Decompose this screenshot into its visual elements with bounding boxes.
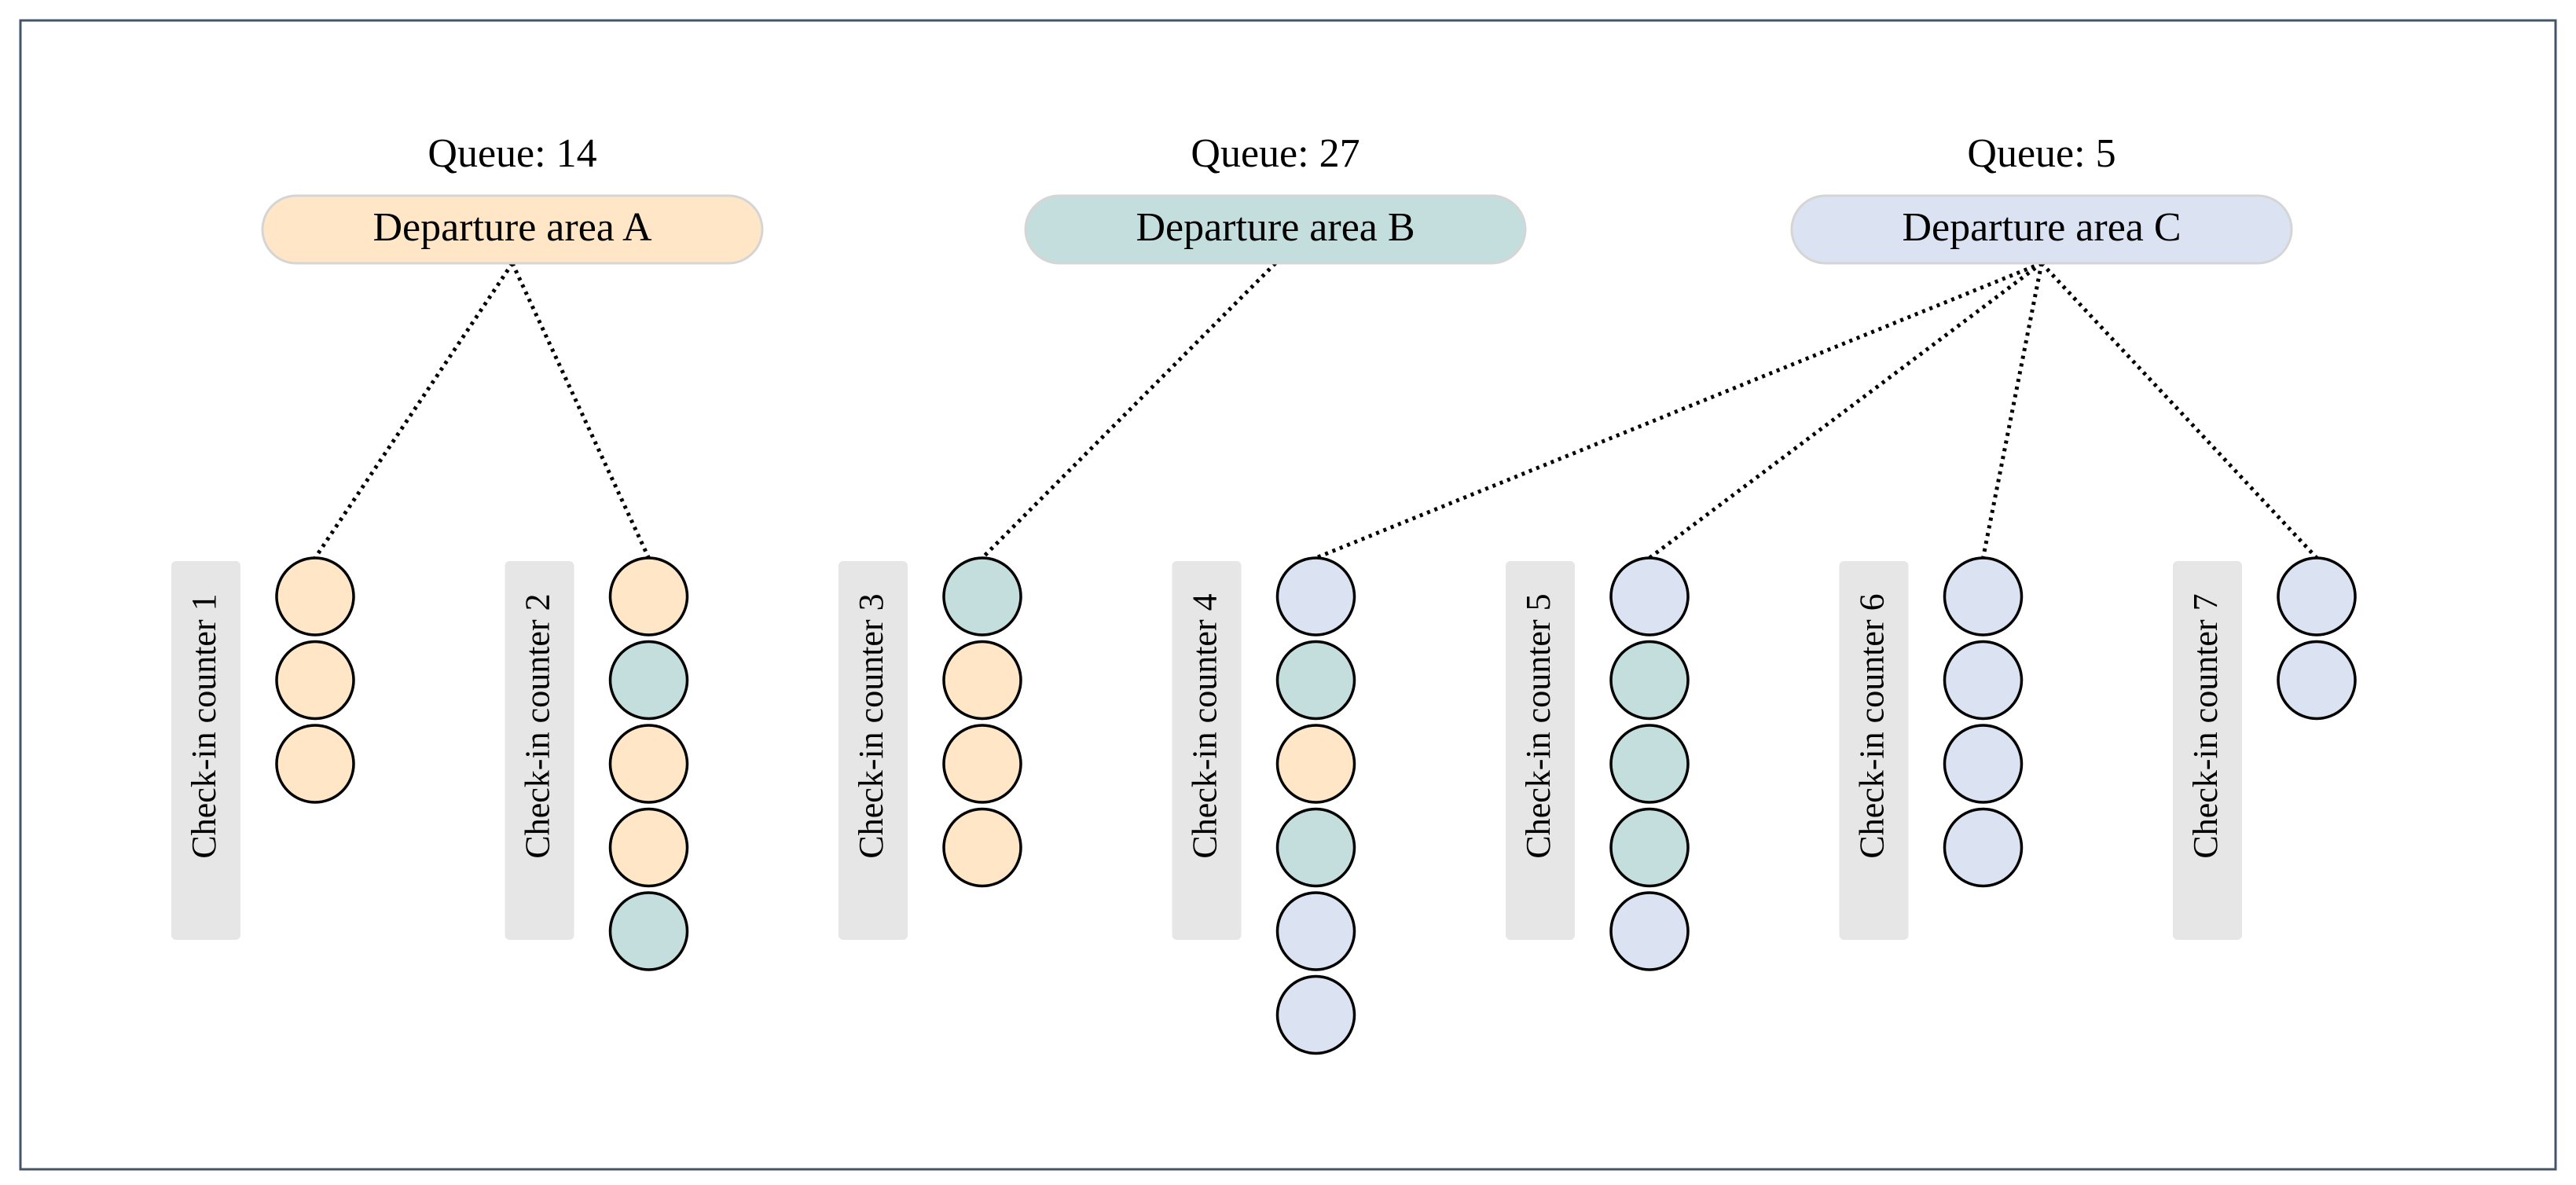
passenger-circle-a — [608, 724, 689, 804]
passenger-circle-b — [1609, 724, 1690, 804]
passenger-circle-b — [1609, 640, 1690, 721]
counter-label: Check-in counter 2 — [519, 593, 557, 858]
check-in-counters: Check-in counter 1 Check-in counter 2 Chec… — [171, 556, 2357, 1055]
counter-label-tab — [2173, 561, 2242, 940]
passenger-circle-a — [942, 640, 1022, 721]
passenger-circle-c — [1943, 640, 2024, 721]
passenger-circle-a — [275, 724, 355, 804]
departure-area-label: Departure area A — [372, 205, 652, 250]
passenger-circle-b — [608, 891, 689, 971]
passenger-circle-c — [1275, 556, 1356, 637]
departure-area-b: Queue: 27 Departure area B — [1024, 131, 1527, 265]
counter-label-tab — [838, 561, 908, 940]
check-in-counter-2: Check-in counter 2 — [505, 556, 689, 971]
assignment-link — [981, 262, 1277, 559]
counter-label: Check-in counter 1 — [185, 593, 223, 858]
passenger-circle-c — [2277, 556, 2357, 637]
passenger-circle-a — [608, 807, 689, 888]
passenger-circle-c — [1275, 974, 1356, 1055]
queue-count-label: Queue: 5 — [1967, 131, 2115, 176]
departure-area-c: Queue: 5 Departure area C — [1790, 131, 2293, 265]
queue-count-label: Queue: 14 — [427, 131, 596, 176]
queue-count-label: Queue: 27 — [1191, 131, 1360, 176]
passenger-circle-b — [1275, 640, 1356, 721]
counter-label-tab — [1839, 561, 1909, 940]
check-in-counter-3: Check-in counter 3 — [838, 556, 1022, 940]
departure-area-a: Queue: 14 Departure area A — [261, 131, 764, 265]
passenger-circle-a — [608, 556, 689, 637]
check-in-counter-5: Check-in counter 5 — [1506, 556, 1690, 971]
passenger-circle-c — [1943, 807, 2024, 888]
counter-label: Check-in counter 4 — [1186, 593, 1224, 858]
passenger-circle-a — [275, 640, 355, 721]
counter-label: Check-in counter 5 — [1519, 593, 1558, 858]
counter-label-tab — [1506, 561, 1575, 940]
passenger-circle-a — [1275, 724, 1356, 804]
passenger-circle-c — [1275, 891, 1356, 971]
counter-label-tab — [1172, 561, 1242, 940]
passenger-circle-b — [1275, 807, 1356, 888]
passenger-circle-c — [1943, 724, 2024, 804]
check-in-counter-1: Check-in counter 1 — [171, 556, 355, 940]
check-in-counter-6: Check-in counter 6 — [1839, 556, 2024, 940]
departure-area-pill — [1024, 194, 1527, 265]
counter-label: Check-in counter 3 — [852, 593, 890, 858]
departure-area-label: Departure area B — [1136, 205, 1415, 250]
departure-area-pill — [261, 194, 764, 265]
departure-area-label: Departure area C — [1902, 205, 2181, 250]
links-layer — [313, 261, 2318, 560]
passenger-circle-c — [1609, 891, 1690, 971]
passenger-circle-c — [1609, 556, 1690, 637]
assignment-link — [1981, 262, 2044, 559]
passenger-circle-c — [1943, 556, 2024, 637]
check-in-counter-7: Check-in counter 7 — [2173, 556, 2357, 940]
departure-area-pill — [1790, 194, 2293, 265]
counter-label: Check-in counter 6 — [1853, 593, 1892, 858]
passenger-circle-b — [942, 556, 1022, 637]
assignment-link — [1315, 261, 2042, 560]
passenger-circle-b — [1609, 807, 1690, 888]
counter-label-tab — [505, 561, 574, 940]
counter-label: Check-in counter 7 — [2186, 593, 2225, 858]
counter-label-tab — [171, 561, 240, 940]
passenger-circle-a — [275, 556, 355, 637]
departure-areas: Queue: 14 Departure area A Queue: 27 Depart… — [261, 131, 2293, 265]
assignment-link — [1648, 262, 2043, 559]
passenger-circle-c — [2277, 640, 2357, 721]
check-in-counter-4: Check-in counter 4 — [1172, 556, 1356, 1055]
passenger-circle-a — [942, 724, 1022, 804]
passenger-circle-a — [942, 807, 1022, 888]
passenger-circle-b — [608, 640, 689, 721]
